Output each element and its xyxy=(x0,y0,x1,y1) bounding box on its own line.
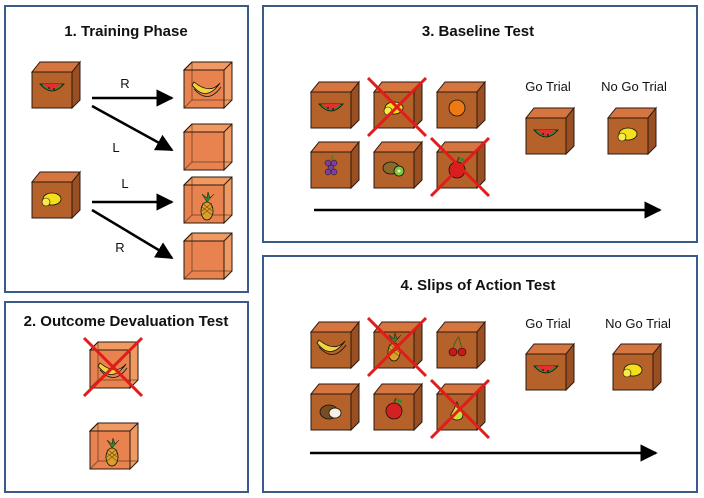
slips-nogo-box-lemon xyxy=(612,343,662,391)
baseline-box-kiwi xyxy=(373,141,423,189)
panel-slips-title: 4. Slips of Action Test xyxy=(400,277,555,294)
baseline-nogo-label: No Go Trial xyxy=(601,79,667,94)
training-arrow-2 xyxy=(91,104,174,152)
panel-baseline-title: 3. Baseline Test xyxy=(422,23,534,40)
training-outcome-box-banana xyxy=(183,61,233,109)
training-label-1: R xyxy=(120,76,129,91)
training-stim-box-watermelon xyxy=(31,61,81,109)
baseline-go-label: Go Trial xyxy=(525,79,571,94)
slips-box-apple xyxy=(373,383,423,431)
training-label-4: R xyxy=(115,240,124,255)
training-outcome-box-empty-2 xyxy=(183,232,233,280)
devaluation-box-banana xyxy=(82,336,144,398)
training-stim-box-lemon xyxy=(31,171,81,219)
training-label-2: L xyxy=(112,140,119,155)
training-outcome-box-empty-1 xyxy=(183,123,233,171)
slips-go-box-watermelon xyxy=(525,343,575,391)
training-arrow-4 xyxy=(91,208,174,260)
slips-box-pear-crossed xyxy=(429,378,491,440)
slips-box-coconut xyxy=(310,383,360,431)
baseline-box-grapes xyxy=(310,141,360,189)
training-label-3: L xyxy=(121,176,128,191)
slips-go-label: Go Trial xyxy=(525,316,571,331)
baseline-box-orange xyxy=(436,81,486,129)
baseline-box-lemon-crossed xyxy=(366,76,428,138)
panel-training-title: 1. Training Phase xyxy=(64,23,187,40)
panel-devaluation-title: 2. Outcome Devaluation Test xyxy=(24,313,229,330)
slips-nogo-label: No Go Trial xyxy=(605,316,671,331)
baseline-box-crossed xyxy=(429,136,491,198)
orange-icon xyxy=(448,99,466,117)
baseline-nogo-box-lemon xyxy=(607,107,657,155)
devaluation-box-pineapple xyxy=(89,422,139,470)
training-outcome-box-pineapple xyxy=(183,176,233,224)
baseline-go-box-watermelon xyxy=(525,107,575,155)
slips-box-pineapple-crossed xyxy=(366,316,428,378)
slips-box-banana xyxy=(310,321,360,369)
slips-box-cherries xyxy=(436,321,486,369)
baseline-box-watermelon xyxy=(310,81,360,129)
